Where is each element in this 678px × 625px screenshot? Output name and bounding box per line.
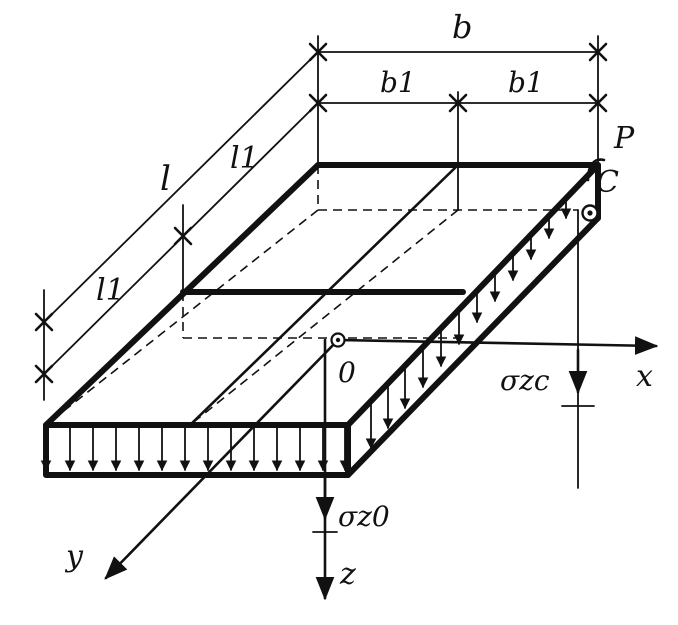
label-sigma-zc: σzc [500,364,550,397]
corner-c-stress [561,209,595,489]
label-b: b [452,8,472,46]
slab [43,162,601,478]
load-p-curve [586,158,606,182]
label-p: P [613,121,635,156]
side-pressure-arrows [365,197,572,450]
label-l1-bottom: l1 [96,273,125,308]
label-y: y [64,539,84,574]
label-o: 0 [338,356,356,389]
axis-y [104,338,340,580]
label-l: l [160,159,171,199]
label-sigma-z0: σz0 [338,500,390,533]
dimension-l [43,51,319,401]
dimension-b1 [308,91,608,211]
label-x: x [636,359,653,394]
label-b1-right: b1 [508,66,544,99]
front-pressure-arrows [40,427,351,472]
hidden-edges [45,165,578,426]
center-stress [312,476,338,533]
point-o-marker [330,332,346,348]
point-c-marker [581,204,599,222]
label-l1-top: l1 [230,141,259,176]
label-c: C [596,165,619,200]
axis-x [336,336,659,355]
dimension-l1 [34,102,319,384]
label-b1-left: b1 [380,66,416,99]
label-z: z [339,557,356,592]
